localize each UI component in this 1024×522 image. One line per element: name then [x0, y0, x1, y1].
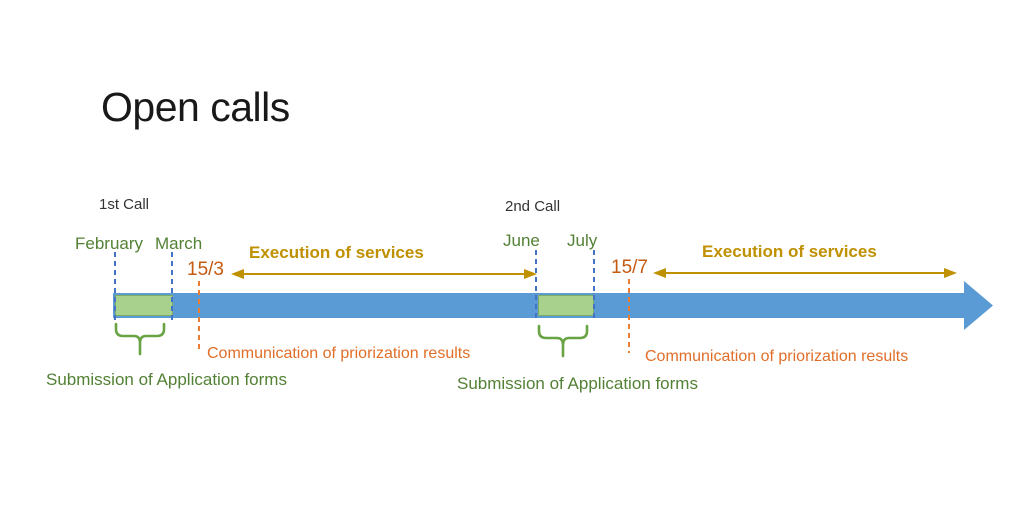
- call2-brace-icon: [537, 324, 589, 358]
- call1-execution-arrow-icon: [231, 269, 537, 279]
- call1-execution-label: Execution of services: [249, 243, 424, 262]
- call2-submission-label: Submission of Application forms: [457, 374, 698, 393]
- call1-name: 1st Call: [99, 196, 150, 213]
- call2-execution-arrow-icon: [653, 268, 957, 278]
- page-title: Open calls: [101, 84, 290, 130]
- call2-result-dashline: [628, 279, 630, 353]
- call1-end-dashline: [171, 252, 173, 322]
- call1-submission-segment: [115, 295, 173, 316]
- call2-end-dashline: [593, 250, 595, 322]
- call2-communication-label: Communication of priorization results: [645, 348, 909, 365]
- call2-submission-segment: [538, 295, 594, 316]
- timeline-arrowhead-icon: [964, 281, 993, 330]
- call1-start-dashline: [114, 252, 116, 322]
- call2-start-month: June: [503, 231, 540, 250]
- call2-start-dashline: [535, 250, 537, 322]
- call1-end-month: March: [155, 234, 203, 253]
- call1-submission-label: Submission of Application forms: [46, 370, 287, 389]
- call1-brace-icon: [114, 322, 166, 356]
- call1-result-dashline: [198, 281, 200, 353]
- call1-communication-label: Communication of priorization results: [207, 345, 471, 362]
- call2-result-date: 15/7: [611, 257, 648, 278]
- call1-result-date: 15/3: [187, 259, 224, 280]
- call1-start-month: February: [75, 234, 144, 253]
- call2-end-month: July: [567, 231, 598, 250]
- call2-name: 2nd Call: [505, 198, 561, 215]
- call2-execution-label: Execution of services: [702, 242, 877, 261]
